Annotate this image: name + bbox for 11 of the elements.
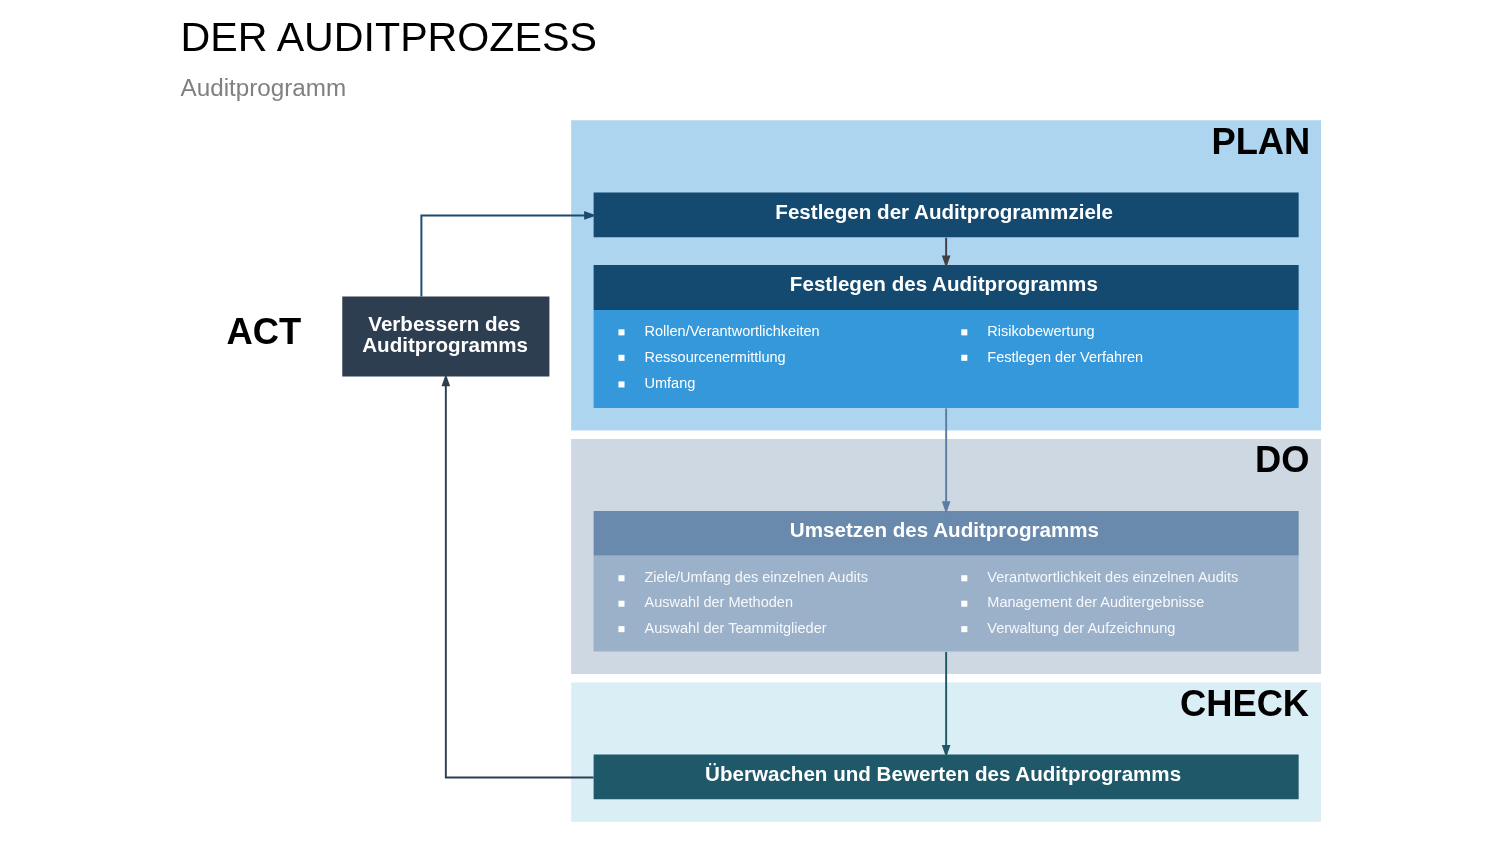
arrow [441,373,595,779]
node-box: Überwachen und Bewerten des Auditprogramms [593,754,1299,800]
arrow [941,407,950,514]
label: Auditprogramm [180,73,346,101]
diagram-title: DER AUDITPROZESS [180,13,597,60]
node-box: Festlegen der Auditprogrammziele [593,192,1299,238]
arrow [419,211,597,298]
node-box: Verbessern des Auditprogramms [341,296,549,377]
arrow [941,650,950,758]
arrow [941,236,950,268]
label: ACT [226,311,301,353]
